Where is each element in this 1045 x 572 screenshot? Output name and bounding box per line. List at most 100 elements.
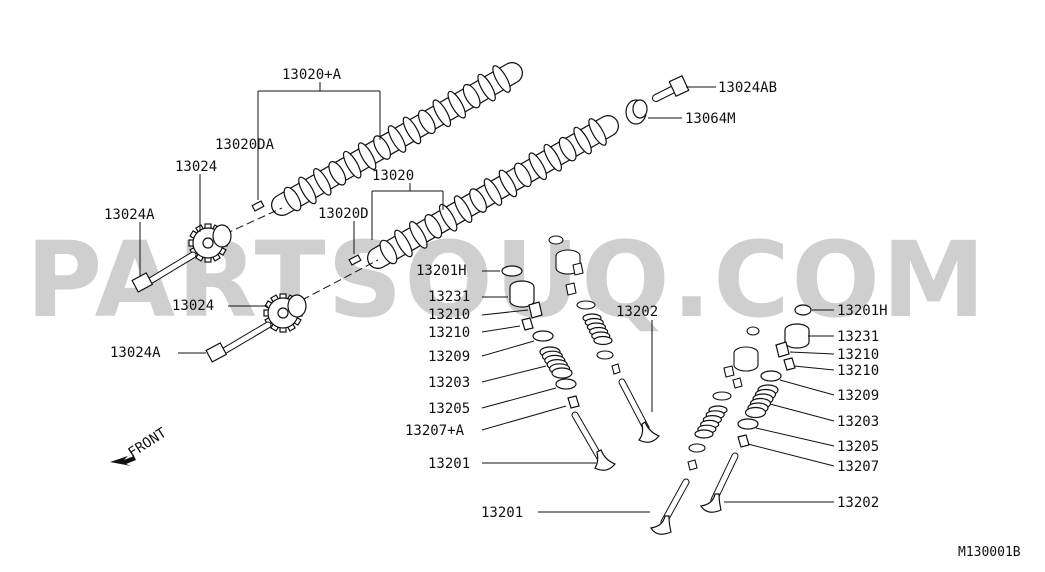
label-seat-left: 13205 (428, 401, 470, 417)
dowel-pin-lower (348, 254, 362, 266)
cam-lobe (462, 83, 481, 109)
label-seal-right: 13201H (837, 303, 888, 319)
cam-lobe (379, 239, 398, 265)
diagram-code: M130001B (958, 545, 1021, 560)
cam-lobe (432, 99, 452, 128)
label-retainer-left: 13209 (428, 349, 470, 365)
cam-lobe (328, 161, 347, 186)
sprocket-lower (263, 293, 307, 333)
label-valve-right: 13202 (837, 495, 879, 511)
label-spring-right: 13203 (837, 414, 879, 430)
label-camshaft-assy: 13020 (372, 168, 414, 184)
cam-lobe (298, 176, 317, 205)
label-seat-right: 13205 (837, 439, 879, 455)
cam-lobe (558, 136, 577, 162)
lifter-left-part (509, 280, 535, 308)
label-valve-left: 13201 (428, 456, 470, 472)
front-arrow-icon: FRONT (110, 425, 170, 466)
retainer-left-part (532, 330, 554, 342)
label-lifter-right: 13231 (837, 329, 879, 345)
lifter-right-part (784, 323, 810, 349)
spring-coil (694, 429, 714, 439)
cam-lobe (588, 118, 607, 146)
cam-lobe (394, 229, 413, 258)
left-valve-stack (501, 265, 616, 471)
spring-coil (593, 335, 613, 346)
front-label: FRONT (125, 425, 170, 462)
label-retainer-right: 13209 (837, 388, 879, 404)
cam-lobe (373, 135, 391, 160)
cotter-left-part-2 (521, 317, 534, 331)
bottom-valve-stack (650, 326, 760, 535)
label-cotter-right-1: 13210 (837, 347, 879, 363)
bolt-lower (205, 321, 272, 363)
cam-lobe (528, 152, 548, 181)
label-seal-left-a: 13207+A (405, 423, 465, 439)
cam-lobe (447, 90, 467, 119)
seat-left-part (555, 378, 577, 390)
label-plug: 13064M (685, 111, 736, 127)
watermark-text: PARTSOUQ.COM (26, 219, 987, 341)
cam-lobe (283, 186, 302, 212)
cam-lobe (424, 214, 443, 239)
cam-lobe (543, 143, 563, 172)
cam-lobe (498, 169, 518, 198)
cam-lobe (438, 203, 458, 232)
dowel-pin-upper (251, 200, 265, 212)
label-sprocket-lower: 13024 (172, 298, 214, 314)
label-cotter-left-1: 13210 (428, 307, 470, 323)
cam-lobe (357, 142, 377, 170)
cam-lobe (387, 125, 407, 153)
cam-lobe (513, 162, 532, 188)
cam-lobe (483, 178, 503, 206)
plug (625, 99, 648, 125)
label-cotter-right-2: 13210 (837, 363, 879, 379)
label-bolt-lower: 13024A (110, 345, 161, 361)
retainer-right-part (760, 370, 782, 382)
cam-lobe (313, 168, 332, 196)
label-sprocket-upper: 13024 (175, 159, 217, 175)
label-seal-right-b: 13207 (837, 459, 879, 475)
cotter-right-part-2 (783, 357, 796, 371)
cam-lobe (402, 116, 422, 145)
stem-seal-left-part (567, 395, 580, 409)
spring-right-part (744, 384, 779, 419)
cam-lobe (453, 195, 473, 223)
label-valve-center: 13202 (616, 304, 658, 320)
cotter-left-part-1 (528, 301, 543, 319)
stem-seal-right-part (737, 434, 750, 448)
cotter-right-part-1 (775, 341, 790, 358)
valve-bottom-part (650, 478, 690, 535)
spring-coil (744, 406, 767, 419)
plug-bolt (652, 74, 690, 102)
cam-lobe (409, 221, 428, 249)
upper-camshaft (271, 62, 523, 216)
spring-left-part (539, 346, 573, 379)
seat-right-part (737, 418, 759, 430)
valve-left-part (571, 411, 616, 471)
center-valve-stack (548, 235, 660, 443)
label-seal-left: 13201H (416, 263, 467, 279)
spring-coil (551, 367, 573, 379)
lower-camshaft (367, 115, 619, 269)
label-valve-bottom: 13201 (481, 505, 523, 521)
cam-lobe (469, 188, 487, 213)
valve-center-part (618, 378, 660, 443)
label-camshaft-assy-a: 13020+A (282, 67, 342, 83)
label-dowel-a: 13020DA (215, 137, 275, 153)
part-labels: 13020+A 13020DA 13024 13024A 13020 13020… (104, 67, 1021, 560)
label-spring-left: 13203 (428, 375, 470, 391)
sprocket-upper (188, 223, 232, 263)
seal-right-part (794, 304, 812, 316)
seal-left-part (501, 265, 523, 277)
label-bolt-upper: 13024A (104, 207, 155, 223)
cam-lobe (573, 126, 592, 155)
label-plug-bolt: 13024AB (718, 80, 777, 96)
cam-lobe (477, 73, 496, 102)
cam-lobe (492, 65, 511, 93)
bolt-upper (131, 251, 197, 293)
label-dowel: 13020D (318, 206, 369, 222)
label-cotter-left-2: 13210 (428, 325, 470, 341)
cam-lobe (417, 109, 436, 135)
